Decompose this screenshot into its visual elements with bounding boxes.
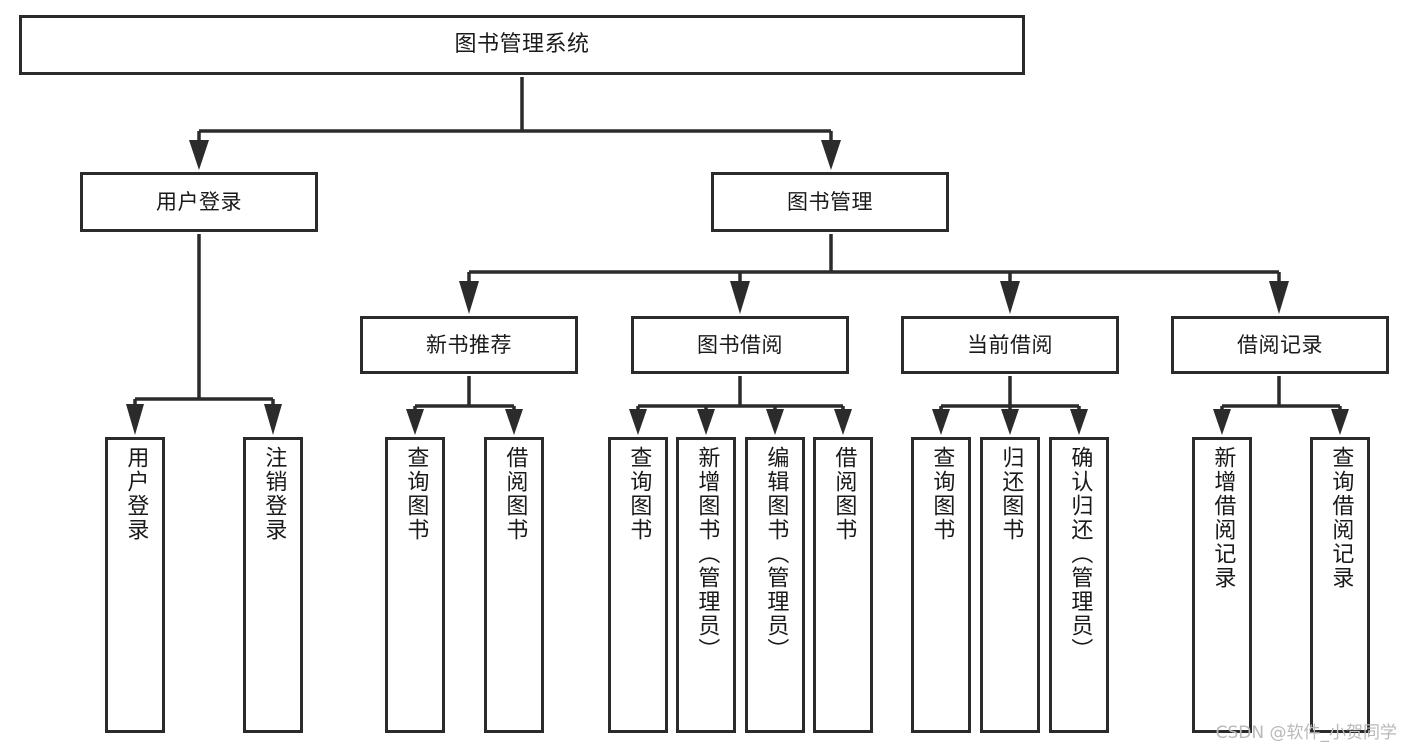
node-leaf-confirm-return-admin[interactable]: 确认归还（管理员） [1049, 437, 1109, 733]
node-leaf-user-logout-label: 注销登录 [261, 446, 287, 542]
node-new-book-recommend-label: 新书推荐 [426, 332, 512, 357]
node-leaf-add-book-admin[interactable]: 新增图书（管理员） [676, 437, 736, 733]
node-user-login[interactable]: 用户登录 [80, 172, 318, 232]
node-book-manage-label: 图书管理 [787, 189, 873, 214]
node-new-book-recommend[interactable]: 新书推荐 [360, 316, 578, 374]
node-current-borrow-label: 当前借阅 [967, 332, 1053, 357]
node-leaf-confirm-return-admin-label: 确认归还（管理员） [1067, 446, 1093, 662]
node-leaf-current-query-book[interactable]: 查询图书 [911, 437, 971, 733]
node-root-label: 图书管理系统 [454, 32, 590, 58]
node-leaf-borrow-query-book-label: 查询图书 [626, 446, 652, 542]
node-leaf-edit-book-admin-label: 编辑图书（管理员） [763, 446, 789, 662]
node-leaf-edit-book-admin[interactable]: 编辑图书（管理员） [745, 437, 805, 733]
node-leaf-rec-query-book[interactable]: 查询图书 [385, 437, 445, 733]
node-leaf-rec-borrow-book-label: 借阅图书 [502, 446, 528, 542]
node-leaf-user-login-label: 用户登录 [123, 446, 149, 542]
watermark-text: CSDN @软件_小贺同学 [1215, 723, 1397, 743]
node-book-borrow-label: 图书借阅 [697, 332, 783, 357]
node-leaf-query-borrow-record[interactable]: 查询借阅记录 [1310, 437, 1370, 733]
node-leaf-rec-query-book-label: 查询图书 [403, 446, 429, 542]
node-leaf-add-borrow-record[interactable]: 新增借阅记录 [1192, 437, 1252, 733]
node-borrow-record-label: 借阅记录 [1237, 332, 1323, 357]
node-book-borrow[interactable]: 图书借阅 [631, 316, 849, 374]
node-leaf-current-query-book-label: 查询图书 [929, 446, 955, 542]
node-leaf-rec-borrow-book[interactable]: 借阅图书 [484, 437, 544, 733]
node-leaf-user-login[interactable]: 用户登录 [105, 437, 165, 733]
node-leaf-add-borrow-record-label: 新增借阅记录 [1210, 446, 1236, 590]
node-leaf-borrow-book[interactable]: 借阅图书 [813, 437, 873, 733]
node-leaf-return-book-label: 归还图书 [998, 446, 1024, 542]
node-leaf-user-logout[interactable]: 注销登录 [243, 437, 303, 733]
node-root[interactable]: 图书管理系统 [19, 15, 1025, 75]
node-leaf-add-book-admin-label: 新增图书（管理员） [694, 446, 720, 662]
node-leaf-borrow-book-label: 借阅图书 [831, 446, 857, 542]
node-book-manage[interactable]: 图书管理 [711, 172, 949, 232]
node-current-borrow[interactable]: 当前借阅 [901, 316, 1119, 374]
node-leaf-query-borrow-record-label: 查询借阅记录 [1328, 446, 1354, 590]
node-borrow-record[interactable]: 借阅记录 [1171, 316, 1389, 374]
node-user-login-label: 用户登录 [156, 189, 242, 214]
node-leaf-return-book[interactable]: 归还图书 [980, 437, 1040, 733]
node-leaf-borrow-query-book[interactable]: 查询图书 [608, 437, 668, 733]
